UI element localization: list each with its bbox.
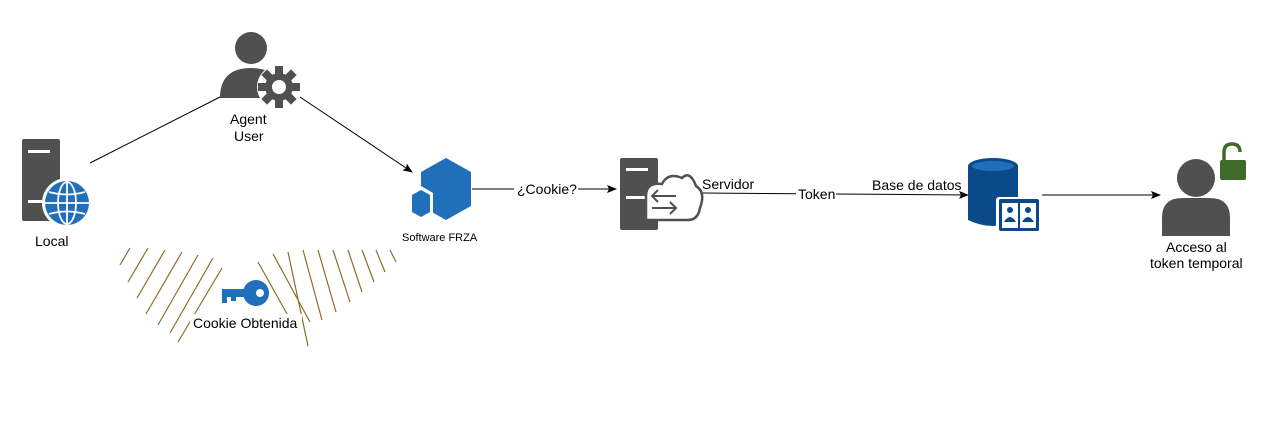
cookie-obtained-label: Cookie Obtenida (193, 315, 298, 331)
server-globe-icon (22, 139, 92, 228)
acceso-label-line2: token temporal (1150, 255, 1243, 271)
agent-label-line1: Agent (230, 111, 267, 127)
servidor-label: Servidor (702, 176, 754, 192)
server-cloud-icon (620, 158, 704, 230)
local-label: Local (35, 233, 68, 249)
unlocked-lock-icon (1220, 142, 1246, 180)
edge-agent-software (299, 96, 413, 173)
software-label: Software FRZA (402, 232, 478, 244)
acceso-label-line1: Acceso al (1166, 239, 1227, 255)
edge-label-cookie-query: ¿Cookie? (517, 181, 577, 197)
user-gear-icon (220, 32, 301, 109)
database-book-icon (968, 158, 1042, 233)
hatch-region (119, 247, 397, 347)
hexagon-blocks-icon (409, 158, 471, 221)
agent-label-line2: User (234, 128, 264, 144)
edge-local-agent (89, 96, 221, 164)
key-icon (222, 280, 269, 306)
user-unlocked-icon (1162, 142, 1246, 236)
edge-label-token: Token (798, 186, 835, 202)
base-datos-label: Base de datos (872, 177, 962, 193)
